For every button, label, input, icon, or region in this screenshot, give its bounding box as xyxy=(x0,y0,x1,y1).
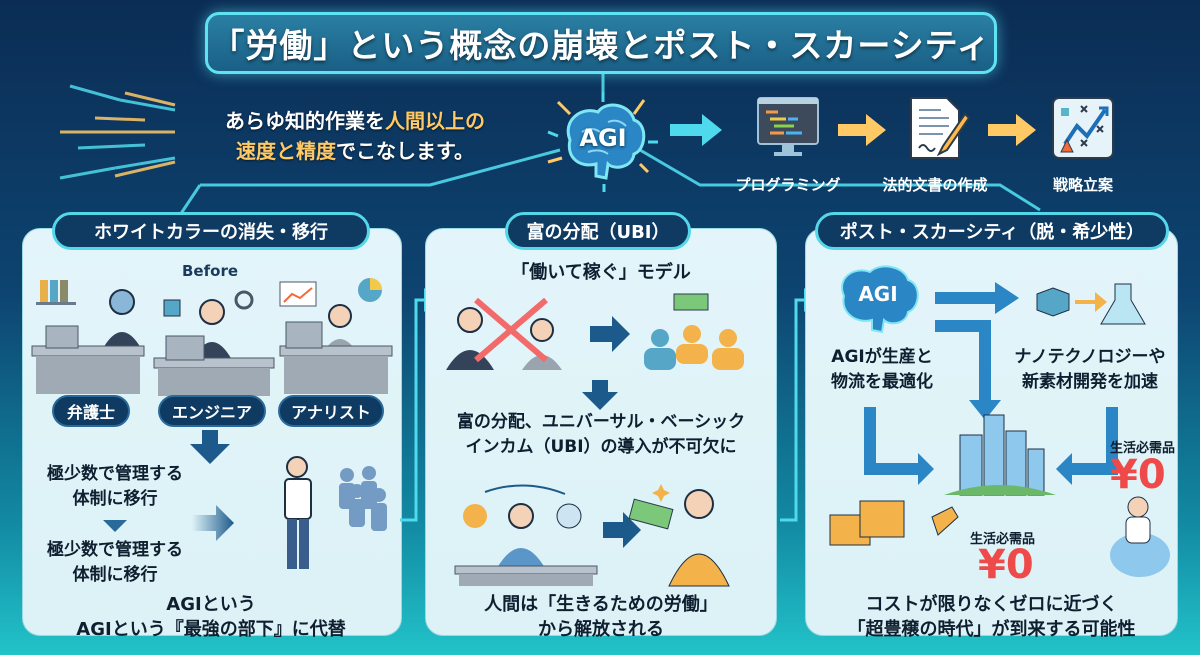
arrow-right-icon xyxy=(603,512,641,548)
shift-text-1-line: 体制に移行 xyxy=(72,489,158,509)
page-title: 「労働」という概念の崩壊とポスト・スカーシティ xyxy=(211,26,991,65)
panel-tag-white-collar: ホワイトカラーの消失・移行 xyxy=(52,212,370,250)
engineer-figure xyxy=(153,290,275,396)
lawyer-figure xyxy=(31,280,145,394)
manager-with-team-illustration xyxy=(284,456,387,569)
tagline-highlight-1: 人間以上の xyxy=(385,109,485,133)
footer-line: AGIという xyxy=(166,594,256,615)
ubi-text-line: インカム（UBI）の導入が不可欠に xyxy=(465,437,737,457)
ubi-text-line: 富の分配、ユニバーサル・ベーシック xyxy=(456,412,746,432)
shift-text-2: 極少数で管理する体制に移行 xyxy=(30,538,200,588)
shift-text-1: 極少数で管理する体制に移行 xyxy=(30,462,200,512)
white-collar-footer: AGIという AGIという『最強の部下』に代替 xyxy=(30,592,392,642)
brain-icon xyxy=(547,92,658,192)
panel-tag-ubi: 富の分配（UBI） xyxy=(505,212,691,250)
optimize-text-line: 物流を最適化 xyxy=(831,372,933,392)
ubi-footer: 人間は「生きるための労働」から解放される xyxy=(425,592,777,642)
molecule-icon xyxy=(1036,287,1070,317)
bank-bubble-icon xyxy=(556,503,582,529)
box-pile-icon xyxy=(829,500,905,546)
ubi-liberation-illustration xyxy=(454,484,730,587)
shift-text-1-line: 極少数で管理する xyxy=(47,464,183,484)
arrow-right-icon xyxy=(838,114,886,146)
footer-line: コストが限りなくゼロに近づく xyxy=(865,594,1118,615)
step-strategy: 戦略立案 xyxy=(1028,96,1138,195)
agi-brain-icon xyxy=(841,265,919,334)
optimize-text-line: AGIが生産と xyxy=(831,347,933,367)
production-flow-arrows xyxy=(935,282,1146,420)
arrow-right-icon xyxy=(192,505,234,541)
document-pen-icon xyxy=(910,97,971,159)
footer-line: AGIという『最強の部下』に代替 xyxy=(76,619,346,640)
role-lawyer: 弁護士 xyxy=(52,395,130,427)
agi-label-small: AGI xyxy=(858,282,898,306)
step-legal-docs: 法的文書の作成 xyxy=(880,96,990,195)
price-zero-center: ¥0 xyxy=(978,542,1034,588)
relaxing-person-icon xyxy=(1125,516,1151,544)
abundance-city-illustration xyxy=(829,407,1170,577)
sparkle-icon xyxy=(652,484,670,502)
tagline-highlight-2: 速度と精度 xyxy=(236,139,336,163)
cross-out-icon xyxy=(474,297,548,363)
arrow-right-icon xyxy=(670,114,722,146)
agi-hub-label: AGI xyxy=(579,124,627,152)
necessity-label-center: 生活必需品 xyxy=(970,532,1036,547)
analyst-figure xyxy=(279,278,393,394)
work-earn-model-label: 「働いて稼ぐ」モデル xyxy=(511,262,691,283)
office-workers-illustration xyxy=(31,278,393,396)
agi-tagline: あらゆ知的作業を人間以上の 速度と精度でこなします。 xyxy=(205,106,505,166)
role-engineer: エンジニア xyxy=(158,395,266,427)
tagline-plain-1: あらゆ知的作業を xyxy=(225,109,385,133)
hero-arrows xyxy=(670,114,1036,146)
arrow-down-icon xyxy=(190,430,230,464)
post-scarcity-footer: コストが限りなくゼロに近づく「超豊穣の時代」が到来する可能性 xyxy=(805,592,1178,642)
before-label: Before xyxy=(182,262,239,280)
panel-white-collar xyxy=(22,228,402,636)
flask-icon xyxy=(1100,283,1146,325)
footer-line: 人間は「生きるための労働」 xyxy=(484,594,718,615)
agi-optimize-text: AGIが生産と物流を最適化 xyxy=(812,345,952,395)
title-banner: 「労働」という概念の崩壊とポスト・スカーシティ xyxy=(205,12,997,74)
tagline-plain-2: でこなします。 xyxy=(336,139,474,163)
role-analyst: アナリスト xyxy=(278,395,384,427)
nanotech-text-line: ナノテクノロジーや xyxy=(1014,347,1166,367)
nanotech-text: ナノテクノロジーや新素材開発を加速 xyxy=(1005,345,1175,395)
step-label: プログラミング xyxy=(735,176,841,194)
price-zero-right: ¥0 xyxy=(1110,452,1166,498)
money-bill-icon xyxy=(673,293,709,311)
footer-line: 「超豊穣の時代」が到来する可能性 xyxy=(847,619,1136,640)
agi-brain-hub: AGI xyxy=(547,92,658,192)
shift-text-2-line: 体制に移行 xyxy=(72,565,158,585)
step-label: 法的文書の作成 xyxy=(882,176,988,194)
ubi-necessity-text: 富の分配、ユニバーサル・ベーシックインカム（UBI）の導入が不可欠に xyxy=(425,410,777,460)
footer-line: から解放される xyxy=(538,619,664,640)
price-tag-icon xyxy=(931,506,959,536)
arrow-right-icon xyxy=(988,114,1036,146)
money-bill-icon xyxy=(628,498,674,530)
panel-tag-post-scarcity: ポスト・スカーシティ（脱・希少性） xyxy=(815,212,1169,250)
triangle-down-icon xyxy=(103,520,127,532)
necessity-label-right: 生活必需品 xyxy=(1110,441,1176,456)
arrow-down-icon xyxy=(582,380,618,410)
shift-text-2-line: 極少数で管理する xyxy=(47,540,183,560)
arrow-right-icon xyxy=(590,316,630,352)
yen-bubble-icon xyxy=(463,504,487,528)
strategy-chart-icon xyxy=(1052,97,1114,159)
step-label: 戦略立案 xyxy=(1052,176,1113,194)
nanotech-text-line: 新素材開発を加速 xyxy=(1022,372,1158,392)
city-buildings-icon xyxy=(959,414,1045,496)
step-programming: プログラミング xyxy=(733,96,843,195)
code-monitor-icon xyxy=(757,97,819,156)
old-vs-new-model-illustration xyxy=(446,293,744,370)
